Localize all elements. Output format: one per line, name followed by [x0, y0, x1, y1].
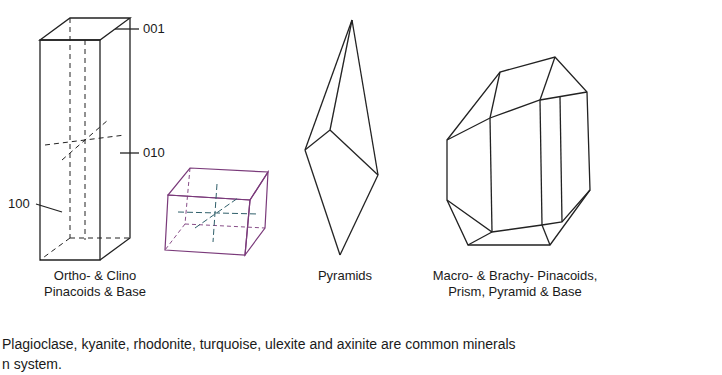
parallelepiped-figure	[165, 168, 268, 255]
note-text: Plagioclase, kyanite, rhodonite, turquoi…	[2, 336, 516, 353]
callout-number: 001	[143, 21, 165, 37]
prism-figure	[36, 18, 139, 260]
callout-number: 010	[143, 145, 165, 161]
figure-caption: Pyramids	[285, 268, 405, 284]
note-text: n system.	[2, 356, 62, 373]
prism-pyramid-figure	[447, 57, 590, 245]
figure-caption: Ortho- & Clino Pinacoids & Base	[36, 268, 154, 300]
figure-caption: Macro- & Brachy- Pinacoids, Prism, Pyram…	[420, 268, 610, 300]
pyramid-figure	[305, 20, 378, 255]
callout-number: 100	[8, 196, 30, 212]
